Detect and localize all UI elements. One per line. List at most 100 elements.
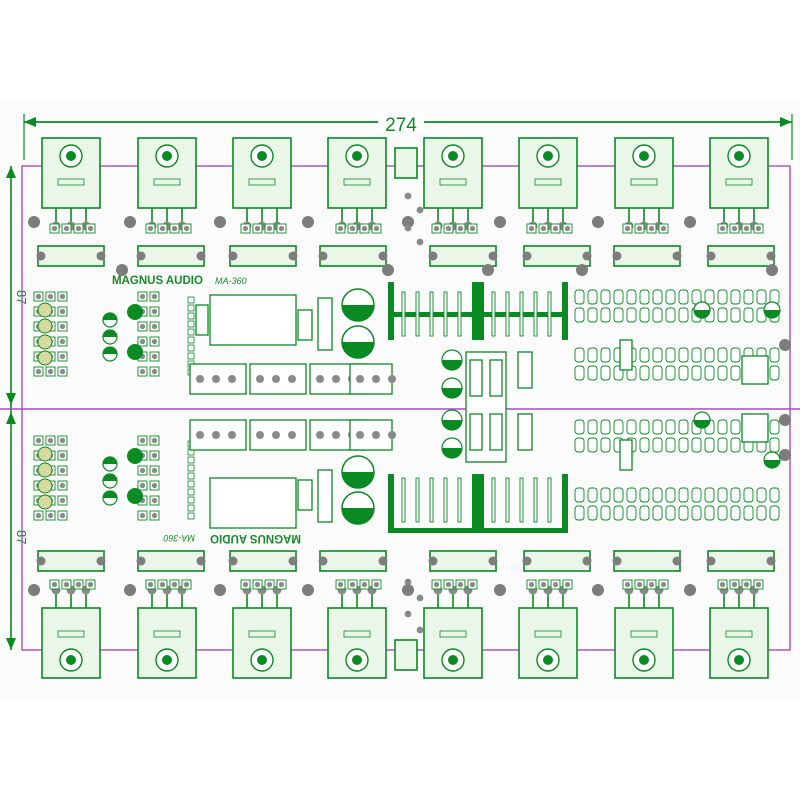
array-resistor	[613, 307, 624, 323]
small-capacitor	[37, 318, 53, 334]
small-pad	[47, 368, 54, 375]
terminal-pad	[272, 375, 280, 383]
power-transistor	[232, 585, 292, 679]
small-pad	[151, 482, 158, 489]
heatsink-fin	[443, 291, 448, 337]
small-pad	[63, 225, 70, 232]
array-resistor	[756, 289, 767, 305]
protection-relay-bottom	[209, 477, 297, 529]
emitter-resistor	[229, 550, 297, 572]
mounting-pad	[28, 216, 40, 228]
resistor-pad	[136, 556, 146, 566]
array-resistor	[691, 505, 702, 521]
array-resistor	[574, 289, 585, 305]
power-transistor	[41, 137, 101, 231]
electrolytic-capacitor-fill	[342, 508, 374, 524]
heatsink-fin	[505, 477, 510, 523]
mounting-hole-center	[352, 655, 362, 665]
vertical-resistor	[469, 413, 483, 451]
emitter-resistor	[137, 550, 205, 572]
terminal-pad	[316, 431, 324, 439]
small-pad	[59, 482, 66, 489]
array-resistor	[600, 347, 611, 363]
vertical-resistor	[517, 351, 533, 389]
regulator-pad	[404, 610, 412, 618]
resistor-pad	[318, 251, 328, 261]
small-pad	[151, 293, 158, 300]
array-resistor	[704, 437, 715, 453]
array-resistor	[717, 307, 728, 323]
heatsink-fin	[491, 291, 496, 337]
heatsink-fin	[547, 477, 552, 523]
array-resistor	[574, 437, 585, 453]
heatsink-fin	[415, 291, 420, 337]
array-resistor	[730, 365, 741, 381]
array-resistor	[743, 289, 754, 305]
array-resistor	[678, 487, 689, 503]
power-transistor	[41, 585, 101, 679]
small-pad	[743, 225, 750, 232]
small-pad	[719, 581, 726, 588]
array-resistor	[756, 505, 767, 521]
array-resistor	[704, 289, 715, 305]
pin-header	[187, 296, 195, 304]
heatsink-bracket	[478, 282, 568, 340]
regulator-pad	[416, 594, 424, 602]
heatsink-fin	[533, 477, 538, 523]
film-resistor	[317, 469, 333, 523]
small-pad	[254, 225, 261, 232]
small-pad	[624, 225, 631, 232]
array-resistor	[652, 289, 663, 305]
small-pad	[719, 225, 726, 232]
heatsink-fin	[401, 477, 406, 523]
small-pad	[337, 581, 344, 588]
small-pad	[373, 581, 380, 588]
array-resistor	[639, 289, 650, 305]
terminal-pad	[388, 431, 396, 439]
vertical-resistor	[619, 339, 633, 371]
array-resistor	[678, 307, 689, 323]
array-resistor	[717, 487, 728, 503]
vertical-resistor	[489, 359, 503, 397]
emitter-resistor	[229, 245, 297, 267]
small-pad	[552, 581, 559, 588]
right-capacitor-fill	[694, 420, 710, 428]
component-layer	[28, 192, 791, 634]
power-transistor	[423, 585, 483, 679]
small-pad	[139, 323, 146, 330]
pin-header	[187, 456, 195, 464]
terminal-pad	[332, 375, 340, 383]
emitter-resistor	[37, 550, 105, 572]
center-capacitor-fill	[442, 360, 462, 370]
small-pad	[151, 338, 158, 345]
pin-header	[187, 304, 195, 312]
terminal-pad	[356, 431, 364, 439]
small-pad	[59, 437, 66, 444]
array-resistor	[665, 419, 676, 435]
heatsink-fin	[415, 477, 420, 523]
regulator-pad	[416, 238, 424, 246]
small-pad	[59, 353, 66, 360]
array-resistor	[769, 487, 780, 503]
small-pad	[139, 482, 146, 489]
small-capacitor	[37, 446, 53, 462]
resistor-pad	[378, 556, 388, 566]
regulator-pad	[416, 626, 424, 634]
small-pad	[469, 225, 476, 232]
small-pad	[660, 581, 667, 588]
terminal-pad	[288, 375, 296, 383]
heatsink-bar	[478, 528, 568, 533]
resistor-pad	[378, 251, 388, 261]
small-pad	[151, 512, 158, 519]
right-capacitor-fill	[694, 310, 710, 318]
heatsink-fin	[457, 291, 462, 337]
small-resistor-vertical	[195, 304, 209, 336]
terminal-pad	[196, 431, 204, 439]
terminal-pad	[228, 375, 236, 383]
array-resistor	[665, 347, 676, 363]
mounting-hole-center	[734, 655, 744, 665]
small-pad	[139, 467, 146, 474]
array-resistor	[626, 289, 637, 305]
small-resistor-vertical	[297, 309, 313, 341]
